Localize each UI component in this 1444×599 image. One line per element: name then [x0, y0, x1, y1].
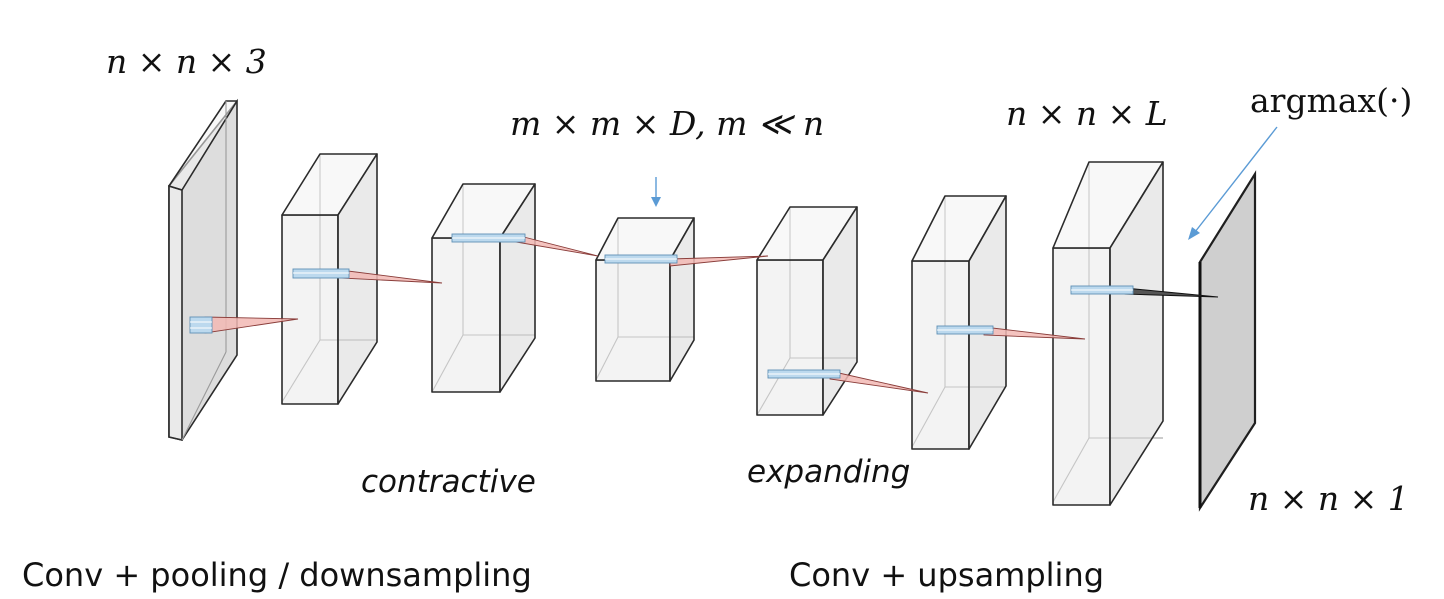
encoder-caption: Conv + pooling / downsampling	[22, 556, 532, 594]
decoder-block-1	[756, 206, 858, 416]
encoder-block-2	[431, 183, 536, 393]
decoder-block-2	[911, 195, 1007, 450]
receptive-field-cone-5	[936, 325, 1086, 340]
input-image-plane	[168, 98, 238, 442]
receptive-field-cone-4	[767, 369, 929, 394]
bottleneck-dims-label: m × m × D, m ≪ n	[510, 104, 824, 143]
argmax-label: argmax(·)	[1250, 81, 1412, 120]
output-dims-label: n × n × 1	[1248, 479, 1409, 518]
receptive-field-cone-3	[451, 233, 599, 257]
receptive-field-cone-1	[189, 316, 299, 334]
encoder-block-1	[281, 153, 378, 405]
bottleneck-arrow	[651, 177, 661, 207]
output-segmentation-plane	[1198, 170, 1257, 512]
input-dims-label: n × n × 3	[106, 42, 267, 81]
expanding-label: expanding	[747, 454, 910, 490]
class-dims-label: n × n × L	[1006, 94, 1168, 133]
bottleneck-kernel	[604, 254, 769, 267]
class-score-block	[1052, 161, 1164, 506]
receptive-field-cone-2	[292, 268, 443, 284]
argmax-arrow	[1188, 126, 1278, 240]
bottleneck-block	[595, 217, 695, 382]
contractive-label: contractive	[361, 464, 536, 500]
receptive-field-cone-6	[1070, 285, 1219, 298]
decoder-caption: Conv + upsampling	[789, 556, 1104, 594]
